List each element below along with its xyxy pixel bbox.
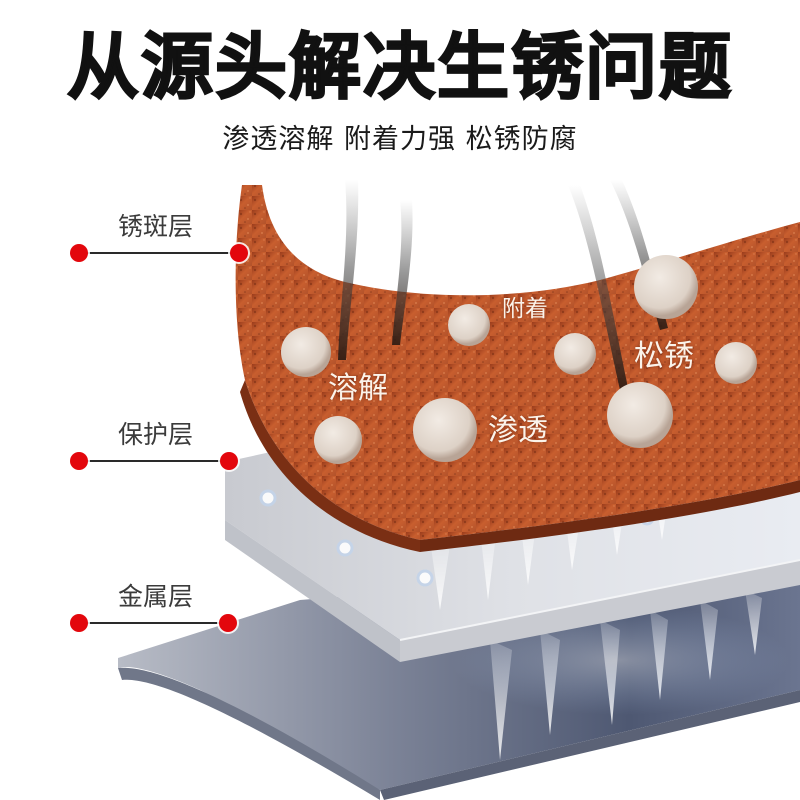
callout-dot	[70, 452, 88, 470]
callout-dot	[219, 614, 237, 632]
annotation-penetrate: 渗透	[488, 413, 548, 448]
headline: 从源头解决生锈问题	[66, 24, 733, 110]
annotation-loosen: 松锈	[634, 339, 694, 374]
callout-dot	[220, 452, 238, 470]
callout-dot	[70, 244, 88, 262]
label-protective-layer: 保护层	[118, 420, 194, 449]
annotation-adhere: 附着	[502, 296, 548, 322]
annotation-dissolve: 溶解	[328, 371, 388, 406]
callout-dot	[70, 614, 88, 632]
callout-line	[80, 460, 228, 462]
subheadline: 渗透溶解 附着力强 松锈防腐	[222, 124, 578, 155]
rust-layer	[235, 180, 800, 552]
callout-line	[80, 622, 230, 624]
label-metal-layer: 金属层	[118, 582, 194, 611]
callout-dot	[230, 244, 248, 262]
label-rust-layer: 锈斑层	[118, 212, 194, 241]
callout-line	[80, 252, 238, 254]
